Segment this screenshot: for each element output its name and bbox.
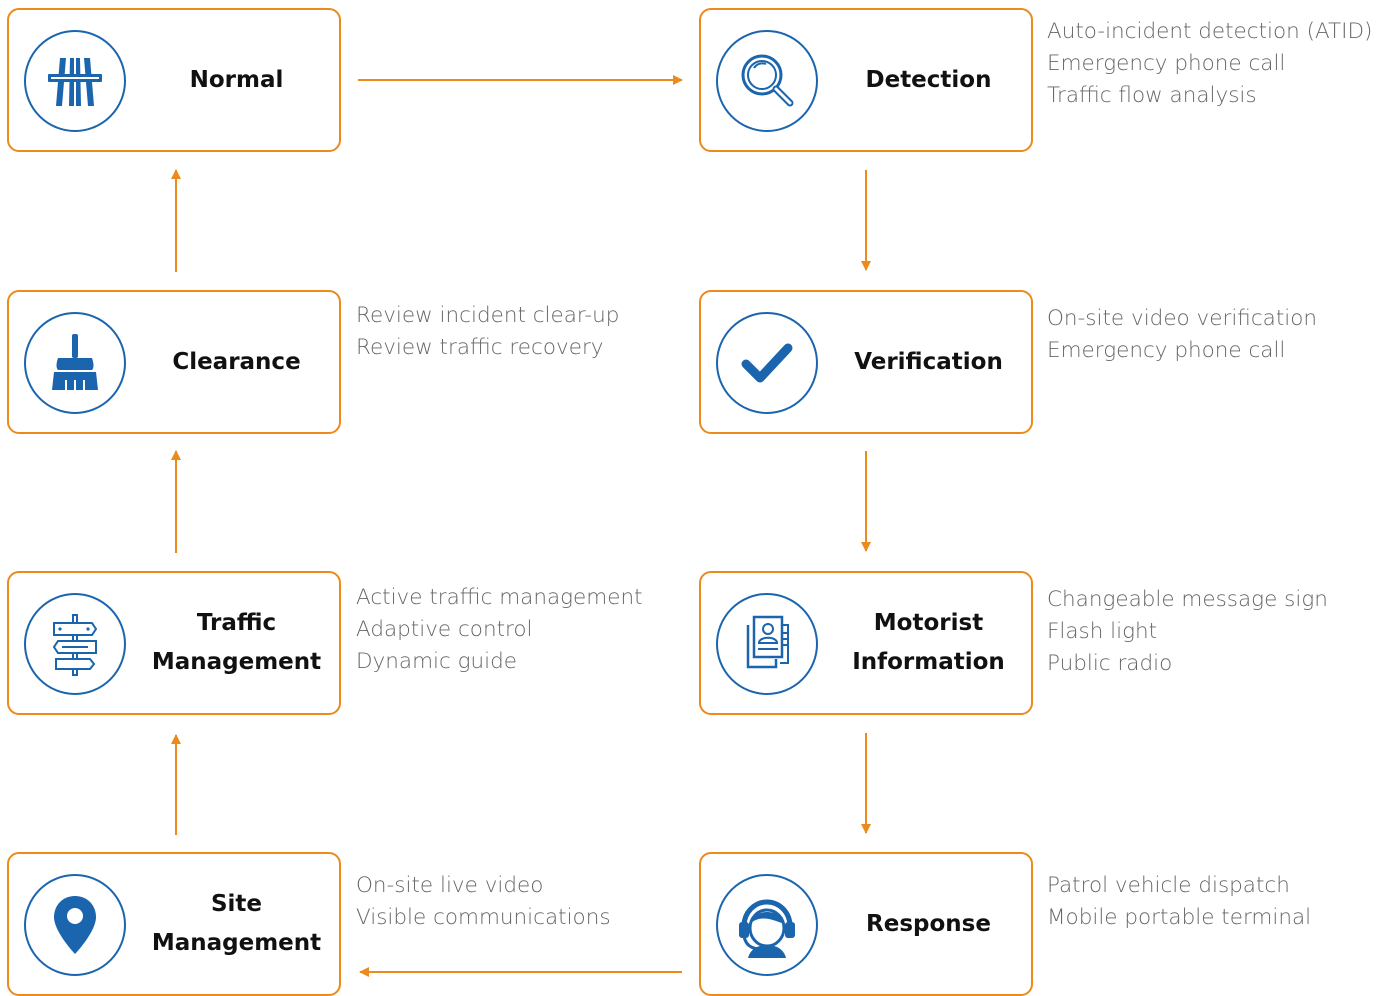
stage-label: Clearance [172, 348, 301, 375]
stage-traffic-management: Traffic Management [7, 571, 341, 715]
response-notes: Patrol vehicle dispatch Mobile portable … [1047, 870, 1311, 934]
note-line: Active traffic management [356, 585, 643, 610]
traffic-notes: Active traffic management Adaptive contr… [356, 582, 643, 678]
note-line: Emergency phone call [1047, 338, 1286, 363]
note-line: Changeable message sign [1047, 587, 1328, 612]
note-line: Dynamic guide [356, 649, 518, 674]
stage-normal: Normal [7, 8, 341, 152]
stage-verification: Verification [699, 290, 1033, 434]
stage-response: Response [699, 852, 1033, 996]
highway-overpass-icon [24, 30, 126, 132]
clearance-notes: Review incident clear-up Review traffic … [356, 300, 619, 364]
stage-motorist-information: Motorist Information [699, 571, 1033, 715]
stage-label: Motorist Information [852, 610, 1005, 675]
note-line: Mobile portable terminal [1047, 905, 1312, 930]
magnifier-icon [716, 30, 818, 132]
note-line: Auto-incident detection (ATID) [1047, 19, 1373, 44]
signpost-icon [24, 593, 126, 695]
note-line: Public radio [1047, 651, 1173, 676]
note-line: Traffic flow analysis [1047, 83, 1257, 108]
detection-notes: Auto-incident detection (ATID) Emergency… [1047, 16, 1372, 112]
profile-document-icon [716, 593, 818, 695]
broom-icon [24, 312, 126, 414]
stage-label: Traffic Management [151, 610, 322, 675]
stage-clearance: Clearance [7, 290, 341, 434]
stage-site-management: Site Management [7, 852, 341, 996]
stage-label: Verification [854, 348, 1003, 375]
note-line: Adaptive control [356, 617, 533, 642]
verification-notes: On-site video verification Emergency pho… [1047, 303, 1317, 367]
note-line: Visible communications [356, 905, 611, 930]
note-line: On-site video verification [1047, 306, 1318, 331]
stage-detection: Detection [699, 8, 1033, 152]
stage-label: Site Management [151, 891, 322, 956]
note-line: Patrol vehicle dispatch [1047, 873, 1290, 898]
motorist-notes: Changeable message sign Flash light Publ… [1047, 584, 1328, 680]
note-line: On-site live video [356, 873, 544, 898]
note-line: Flash light [1047, 619, 1158, 644]
note-line: Review incident clear-up [356, 303, 620, 328]
stage-label: Response [866, 910, 991, 937]
checkmark-icon [716, 312, 818, 414]
headset-operator-icon [716, 874, 818, 976]
stage-label: Normal [189, 66, 284, 93]
site-notes: On-site live video Visible communication… [356, 870, 611, 934]
note-line: Review traffic recovery [356, 335, 604, 360]
map-pin-icon [24, 874, 126, 976]
note-line: Emergency phone call [1047, 51, 1286, 76]
stage-label: Detection [865, 66, 992, 93]
